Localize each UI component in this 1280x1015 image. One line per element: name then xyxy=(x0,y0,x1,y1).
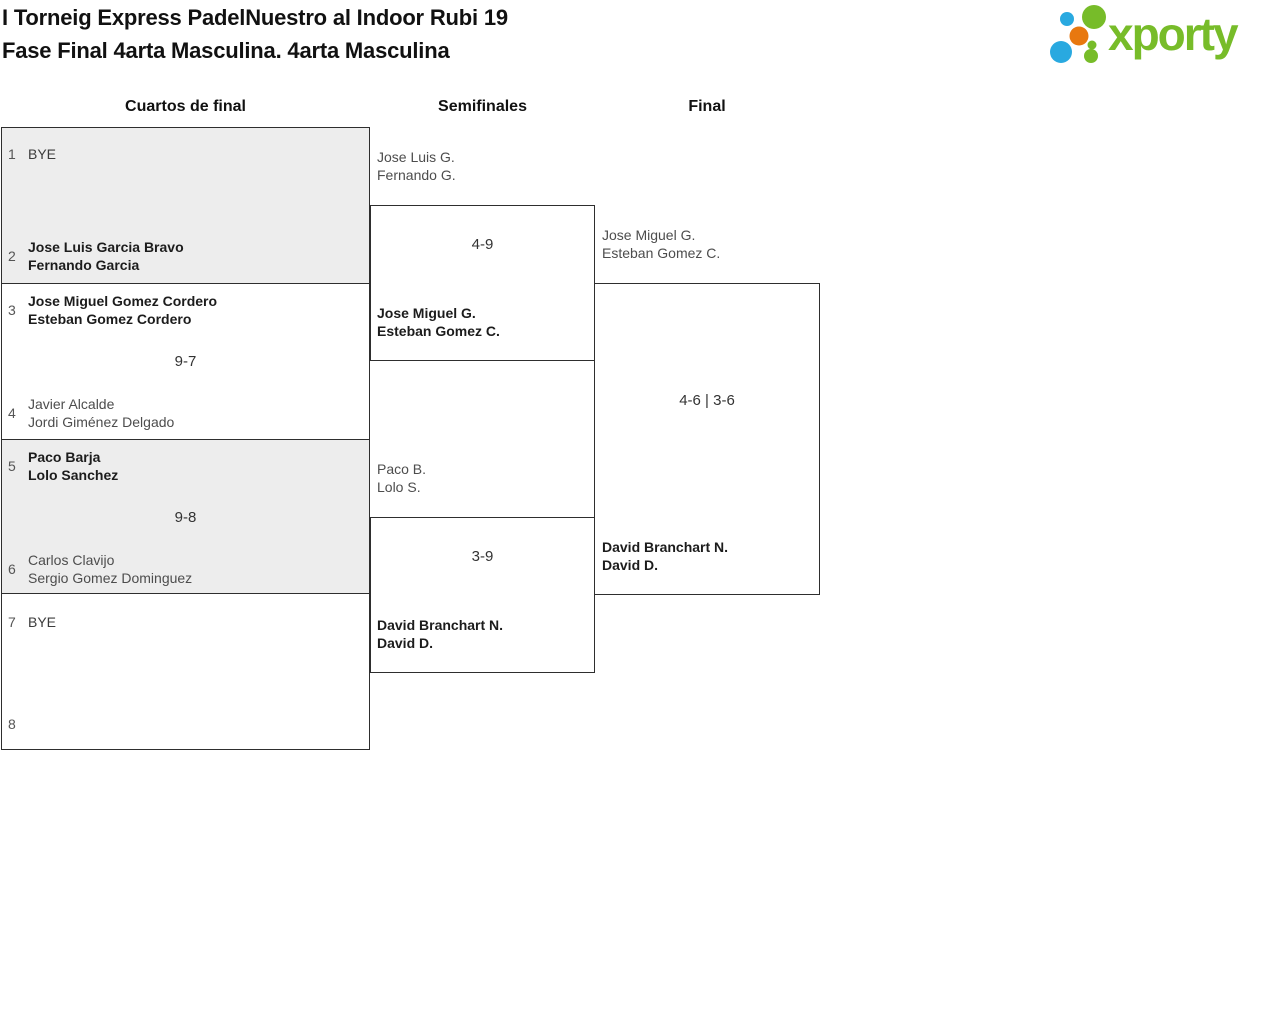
xporty-logo[interactable]: xporty xyxy=(1048,2,1278,90)
tournament-name: I Torneig Express PadelNuestro al Indoor… xyxy=(2,5,508,30)
qf1-team-bottom[interactable]: 2 Jose Luis Garcia Bravo Fernando Garcia xyxy=(8,238,184,274)
player-name: Jose Miguel G. xyxy=(377,305,476,321)
player-name: Sergio Gomez Dominguez xyxy=(28,570,193,586)
sf-match-1-box[interactable] xyxy=(370,205,595,361)
player-name: Paco Barja xyxy=(28,449,101,465)
seed-number: 6 xyxy=(8,561,16,577)
final-team-top[interactable]: Jose Miguel G. Esteban Gomez C. xyxy=(602,226,720,262)
player-name: Lolo Sanchez xyxy=(28,467,119,483)
player-name: Jordi Giménez Delgado xyxy=(28,414,175,430)
logo-dot xyxy=(1069,26,1089,46)
player-name: Fernando Garcia xyxy=(28,257,140,273)
seed-number: 7 xyxy=(8,614,16,630)
player-name: Javier Alcalde xyxy=(28,396,115,412)
sf2-team-bottom[interactable]: David Branchart N. David D. xyxy=(377,616,503,652)
xporty-dots-icon xyxy=(1050,5,1106,63)
seed-number: 8 xyxy=(8,716,16,732)
seed-number: 1 xyxy=(8,146,16,162)
player-name: Jose Luis Garcia Bravo xyxy=(28,239,184,255)
qf3-team-top[interactable]: 5 Paco Barja Lolo Sanchez xyxy=(8,448,118,484)
player-name: David D. xyxy=(602,557,659,573)
column-header-semifinals: Semifinales xyxy=(438,98,527,115)
seed-number: 3 xyxy=(8,302,16,318)
player-name: Esteban Gomez Cordero xyxy=(28,311,192,327)
phase-name: Fase Final 4arta Masculina. 4arta Mascul… xyxy=(2,38,450,63)
logo-dot xyxy=(1082,5,1106,29)
seed-number: 4 xyxy=(8,405,16,421)
player-name: Carlos Clavijo xyxy=(28,552,115,568)
column-header-final: Final xyxy=(688,98,726,115)
player-name: Esteban Gomez C. xyxy=(377,323,500,339)
column-header-quarterfinals: Cuartos de final xyxy=(125,98,246,115)
sf-match-2-box[interactable] xyxy=(370,517,595,673)
sf1-team-bottom[interactable]: Jose Miguel G. Esteban Gomez C. xyxy=(377,304,500,340)
logo-dot xyxy=(1084,49,1098,63)
seed-number: 2 xyxy=(8,248,16,264)
player-name: Jose Miguel Gomez Cordero xyxy=(28,293,218,309)
xporty-logo-text: xporty xyxy=(1108,8,1239,60)
sf1-score: 4-9 xyxy=(471,236,494,253)
seed-number: 5 xyxy=(8,458,16,474)
player-name: Lolo S. xyxy=(377,479,421,495)
player-name: Jose Luis G. xyxy=(377,149,455,165)
logo-dot xyxy=(1087,40,1097,50)
qf-match-1-box[interactable] xyxy=(1,127,370,284)
qf-match-2-box[interactable] xyxy=(1,283,370,440)
sf2-score: 3-9 xyxy=(471,548,494,565)
qf2-team-top[interactable]: 3 Jose Miguel Gomez Cordero Esteban Gome… xyxy=(8,292,217,328)
qf2-score: 9-7 xyxy=(174,353,197,370)
qf2-team-bottom[interactable]: 4 Javier Alcalde Jordi Giménez Delgado xyxy=(8,395,174,431)
qf3-team-bottom[interactable]: 6 Carlos Clavijo Sergio Gomez Dominguez xyxy=(8,551,192,587)
player-name: David Branchart N. xyxy=(602,539,729,555)
final-score: 4-6 | 3-6 xyxy=(679,392,735,409)
player-name: David D. xyxy=(377,635,434,651)
final-match-box[interactable] xyxy=(594,283,820,595)
qf4-team-top[interactable]: 7 BYE xyxy=(8,613,56,631)
logo-dot xyxy=(1060,12,1074,26)
player-name: BYE xyxy=(28,614,57,630)
qf1-team-top[interactable]: 1 BYE xyxy=(8,145,56,163)
qf-match-4-box[interactable] xyxy=(1,593,370,750)
player-name: BYE xyxy=(28,146,57,162)
player-name: David Branchart N. xyxy=(377,617,504,633)
player-name: Paco B. xyxy=(377,461,427,477)
player-name: Esteban Gomez C. xyxy=(602,245,721,261)
player-name: Fernando G. xyxy=(377,167,456,183)
logo-dot xyxy=(1050,41,1072,63)
qf3-score: 9-8 xyxy=(174,509,197,526)
sf1-team-top[interactable]: Jose Luis G. Fernando G. xyxy=(377,148,456,184)
player-name: Jose Miguel G. xyxy=(602,227,696,243)
qf4-team-bottom[interactable]: 8 xyxy=(8,715,28,733)
final-team-bottom[interactable]: David Branchart N. David D. xyxy=(602,538,728,574)
sf2-team-top[interactable]: Paco B. Lolo S. xyxy=(377,460,426,496)
page-title: I Torneig Express PadelNuestro al Indoor… xyxy=(2,1,508,67)
